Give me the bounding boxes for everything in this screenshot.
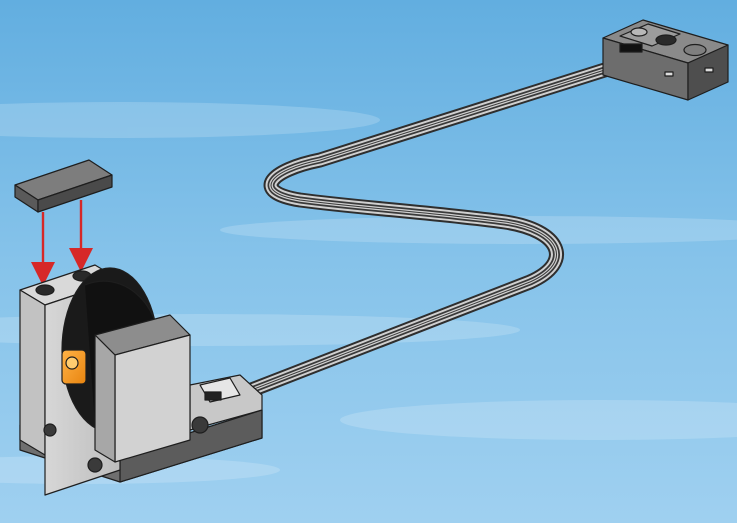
assembly-diagram [0,0,737,523]
assembly-instruction-scene [0,0,737,523]
